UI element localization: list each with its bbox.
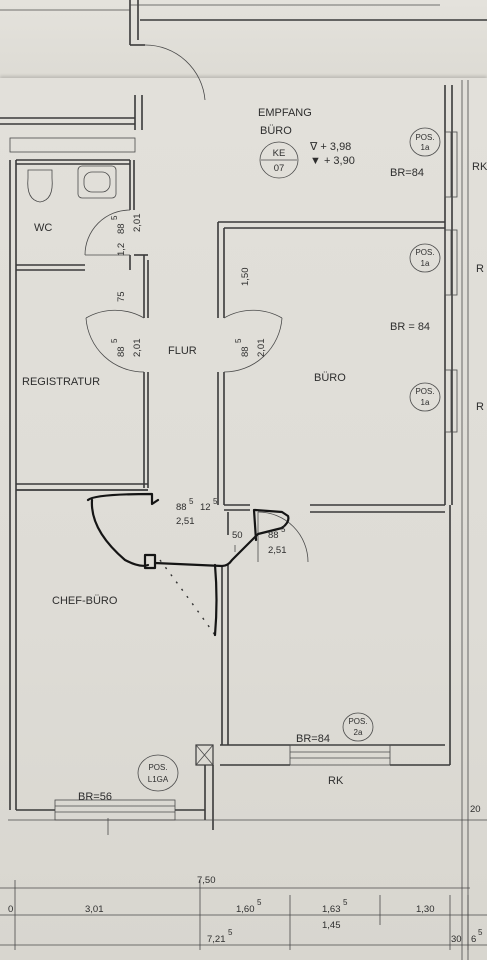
pos-tag-label: POS. xyxy=(415,248,434,257)
dim-buero-a: 1,50 xyxy=(240,268,251,287)
outer-walls xyxy=(0,80,469,960)
pos-tag-label: POS. xyxy=(415,387,434,396)
dimension-lines xyxy=(0,545,487,950)
windows xyxy=(54,131,458,821)
dim-wc-b: 88 xyxy=(116,223,127,234)
dim-f-a-sup: 5 xyxy=(189,497,194,506)
dim-f-b-sup: 5 xyxy=(213,497,218,506)
dim-wc-a: 1,2 xyxy=(116,243,127,256)
pos-tag-value: 1a xyxy=(421,398,430,407)
dimension-chain: 7,50 0 3,01 1,60 5 1,63 5 1,30 7,21 5 1,… xyxy=(8,875,483,945)
room-label-empfang: EMPFANG xyxy=(258,107,312,119)
pos-tag-value: 1a xyxy=(421,143,430,152)
pos-tags: POS. 1a POS. 1a POS. 1a POS. 2a POS. L1G… xyxy=(137,127,441,792)
level-value-1: ∇ + 3,98 xyxy=(309,141,351,153)
dim-sub-total-sup: 5 xyxy=(228,928,233,937)
dim-r-b: 88 xyxy=(268,530,279,541)
dim-buero-b: 88 xyxy=(240,346,251,357)
door-dimensions: 88 5 12 5 2,51 50 88 5 2,51 20 xyxy=(176,497,481,815)
dim-f-a: 88 xyxy=(176,502,187,513)
window-label-br-chef: BR=56 xyxy=(78,791,112,803)
level-tag-bottom: 07 xyxy=(274,163,285,174)
window-label-rk-right-1: RK xyxy=(472,161,487,173)
window-labels: BR=84 BR = 84 BR=84 BR=56 RK RK R R xyxy=(78,161,487,803)
pos-tag-value: L1GA xyxy=(148,775,169,784)
pos-tag-label: POS. xyxy=(348,717,367,726)
dim-f-b: 12 xyxy=(200,502,211,513)
dim-seg-4: 1,30 xyxy=(416,904,435,915)
dim-edge-b-sup: 5 xyxy=(478,928,483,937)
dim-f-c: 2,51 xyxy=(176,516,195,527)
dim-reg-a-sup: 5 xyxy=(110,338,119,343)
window-label-rk-right-3: R xyxy=(476,401,484,413)
vertical-dimensions: 1,2 88 5 2,01 75 88 5 2,01 1,50 88 5 2,0… xyxy=(110,214,267,358)
room-label-chef-buero: CHEF-BÜRO xyxy=(52,595,118,607)
dim-reg-a: 88 xyxy=(116,346,127,357)
dim-seg-2: 1,60 xyxy=(236,904,255,915)
room-label-buero: BÜRO xyxy=(314,372,346,384)
dim-sub-total: 7,21 xyxy=(207,934,226,945)
dim-buero-c: 2,01 xyxy=(256,339,267,358)
room-label-buero-top: BÜRO xyxy=(260,125,292,137)
dim-side-20: 20 xyxy=(470,804,481,815)
level-tag: KE 07 ∇ + 3,98 ▼ + 3,90 xyxy=(259,141,355,179)
level-value-2: ▼ + 3,90 xyxy=(310,155,355,167)
level-tag-top: KE xyxy=(273,148,286,159)
interior-walls xyxy=(16,159,445,766)
pos-tag-value: 1a xyxy=(421,259,430,268)
pos-tag-value: 2a xyxy=(354,728,363,737)
handdrawn-modification xyxy=(86,492,290,637)
dim-overall: 7,50 xyxy=(197,875,216,886)
background-sheet-top xyxy=(0,0,487,92)
dim-edge-a: 30 xyxy=(451,934,462,945)
window-label-rk-right-2: R xyxy=(476,263,484,275)
window-label-rk-bottom: RK xyxy=(328,775,344,787)
background-sheet-main xyxy=(0,78,487,960)
dim-r-b-sup: 5 xyxy=(281,525,286,534)
back-sheet-walls xyxy=(0,0,487,101)
room-label-wc: WC xyxy=(34,222,52,234)
dim-seg-3: 1,63 xyxy=(322,904,341,915)
pos-tag-label: POS. xyxy=(415,133,434,142)
pos-tag-label: POS. xyxy=(148,763,167,772)
window-label-br-bottom: BR=84 xyxy=(296,733,330,745)
door-swings xyxy=(84,209,309,636)
room-label-registratur: REGISTRATUR xyxy=(22,376,100,388)
window-label-br-mid: BR = 84 xyxy=(390,321,430,333)
dim-75: 75 xyxy=(116,291,127,302)
dim-seg-3-sup: 5 xyxy=(343,898,348,907)
dim-r-a: 50 xyxy=(232,530,243,541)
dim-wc-c: 2,01 xyxy=(132,214,143,233)
room-labels: EMPFANG BÜRO WC FLUR REGISTRATUR BÜRO CH… xyxy=(22,107,346,607)
dim-left-edge: 0 xyxy=(8,904,13,915)
room-label-flur: FLUR xyxy=(168,345,197,357)
dim-r-c: 2,51 xyxy=(268,545,287,556)
wc-fixtures xyxy=(27,165,117,203)
dim-buero-b-sup: 5 xyxy=(234,338,243,343)
dim-wc-b-sup: 5 xyxy=(110,215,119,220)
dim-reg-b: 2,01 xyxy=(132,339,143,358)
dim-edge-b: 6 xyxy=(471,934,476,945)
window-label-br-top: BR=84 xyxy=(390,167,424,179)
dim-seg-2-sup: 5 xyxy=(257,898,262,907)
dim-sub-seg: 1,45 xyxy=(322,920,341,931)
dim-seg-1: 3,01 xyxy=(85,904,104,915)
